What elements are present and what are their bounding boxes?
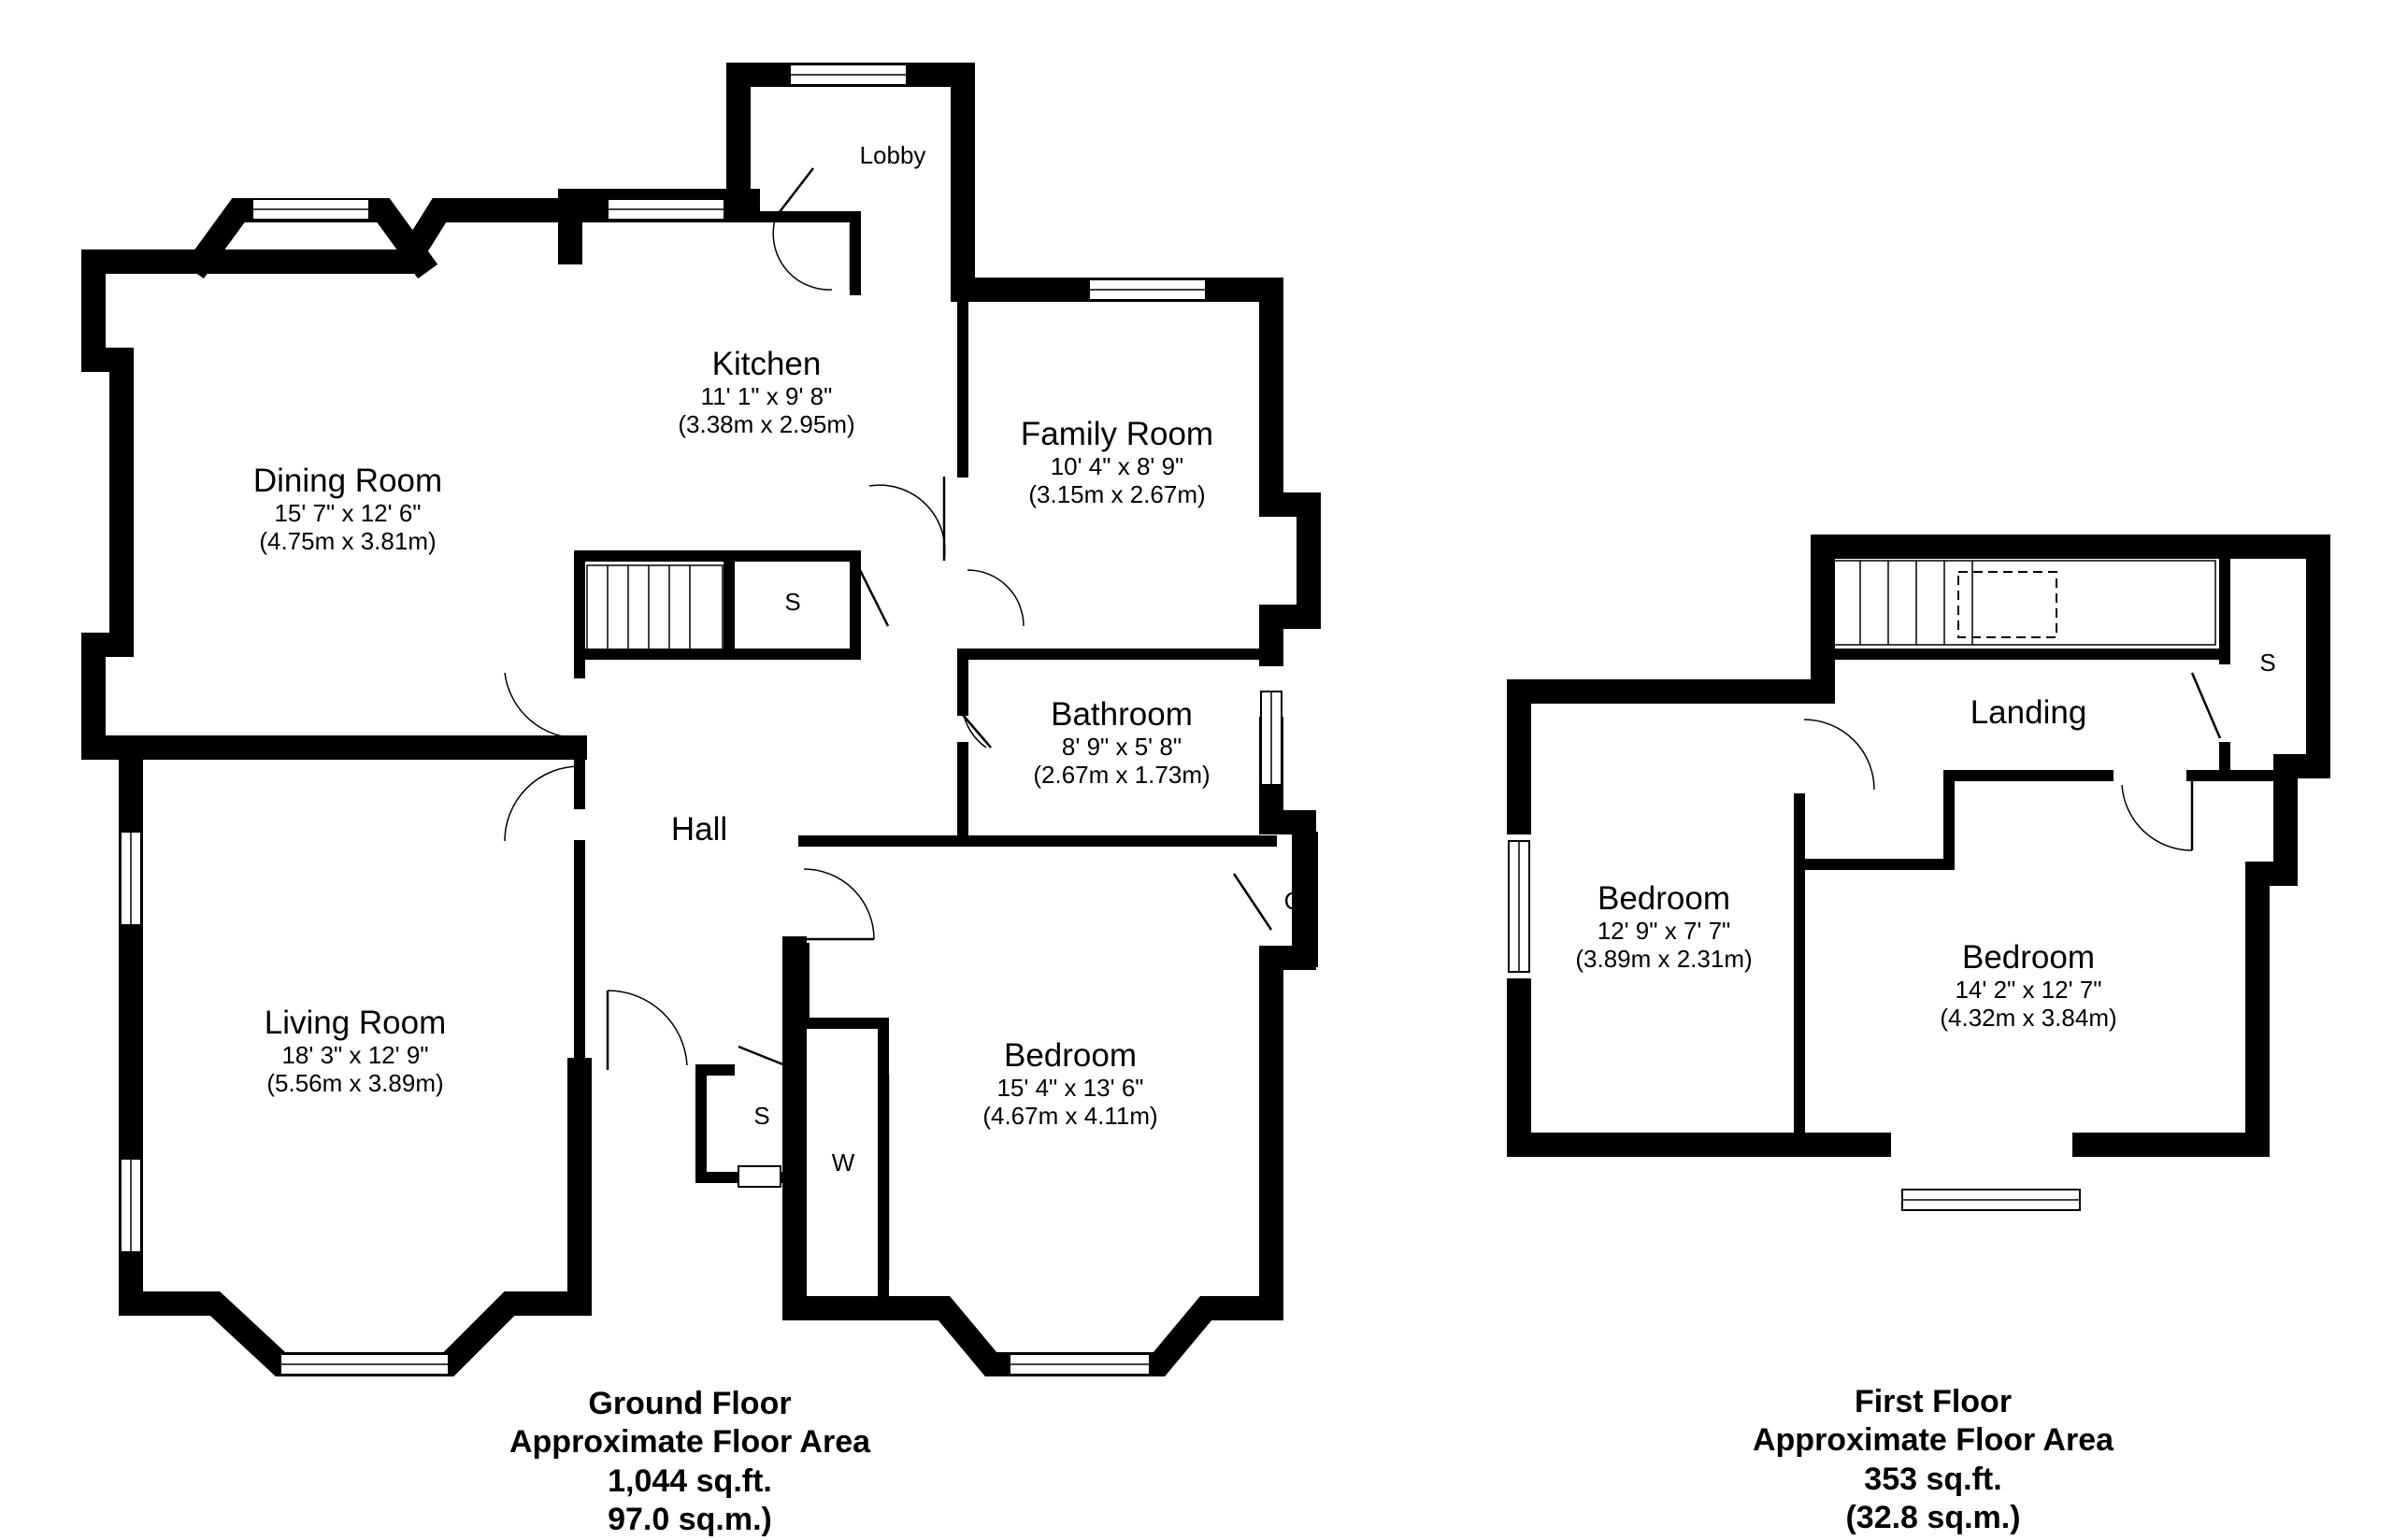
room-name: Dining Room [252,463,443,499]
floor-area-subtitle: Approximate Floor Area [509,1424,871,1461]
room-label-dining-room: Dining Room 15' 7" x 12' 6" (4.75m x 3.8… [253,463,442,556]
room-label-lobby: Lobby [859,141,926,169]
room-label-store: S [2259,649,2276,677]
room-label-kitchen: Kitchen 11' 1" x 9' 8" (3.38m x 2.95m) [678,346,854,439]
first-floor-interior-walls [1794,555,2277,1150]
room-label-bedroom-first-right: Bedroom 14' 2" x 12' 7" (4.32m x 3.84m) [1940,939,2116,1033]
room-dim-metric: (4.32m x 3.84m) [1940,1004,2117,1033]
room-label-bathroom: Bathroom 8' 9" x 5' 8" (2.67m x 1.73m) [1033,696,1210,790]
room-dim-metric: (4.75m x 3.81m) [259,527,437,556]
room-label-wardrobe: W [831,1148,855,1176]
room-dim-metric: (3.89m x 2.31m) [1575,945,1753,974]
room-dim-metric: (4.67m x 4.11m) [982,1102,1158,1131]
room-dim-imperial: 15' 7" x 12' 6" [274,499,422,528]
floor-title: First Floor [1854,1384,2013,1419]
room-name: Bedroom [1003,1037,1138,1074]
room-label-cupboard: C [1283,887,1302,915]
first-floor-summary: First Floor Approximate Floor Area 353 s… [1753,1383,2114,1538]
ground-floor-staircase [586,564,724,650]
floor-area-sqm: (32.8 sq.m.) [1845,1500,2021,1536]
floor-area-sqft: 1,044 sq.ft. [608,1462,772,1499]
room-name: Family Room [1020,416,1214,452]
room-label-bedroom-ground: Bedroom 15' 4" x 13' 6" (4.67m x 4.11m) [982,1037,1157,1131]
room-label-family-room: Family Room 10' 4" x 8' 9" (3.15m x 2.67… [1021,416,1213,509]
room-label-store: S [753,1102,770,1130]
ground-floor-summary: Ground Floor Approximate Floor Area 1,04… [509,1385,870,1540]
room-name: Bedroom [1597,880,1731,917]
floor-area-sqm: 97.0 sq.m.) [608,1502,772,1538]
room-dim-metric: (3.38m x 2.95m) [678,410,855,439]
first-floor-windows [1508,840,2081,1211]
first-floor-doors [1803,672,2222,851]
room-label-landing: Landing [1970,694,2087,731]
room-label-store: S [784,588,801,616]
room-label-living-room: Living Room 18' 3" x 12' 9" (5.56m x 3.8… [265,1005,447,1098]
room-dim-imperial: 12' 9" x 7' 7" [1597,917,1731,946]
room-label-bedroom-first-left: Bedroom 12' 9" x 7' 7" (3.89m x 2.31m) [1575,880,1752,974]
room-dim-imperial: 10' 4" x 8' 9" [1050,452,1184,481]
room-dim-metric: (3.15m x 2.67m) [1028,480,1206,509]
room-dim-imperial: 15' 4" x 13' 6" [996,1074,1144,1103]
ground-floor-doors [504,167,1273,1280]
room-name: Living Room [264,1005,447,1041]
first-floor-staircase [1831,560,2216,646]
first-floor-exterior-walls [1507,535,2330,1157]
room-label-hall: Hall [670,811,728,848]
room-dim-metric: (2.67m x 1.73m) [1033,761,1211,790]
room-name: Bathroom [1051,696,1193,733]
first-floor-plan [1507,535,2330,1211]
room-name: Kitchen [711,346,822,382]
ground-floor-windows [120,64,1282,1376]
room-dim-imperial: 11' 1" x 9' 8" [700,382,833,411]
room-dim-imperial: 8' 9" x 5' 8" [1061,733,1182,762]
floor-area-sqft: 353 sq.ft. [1864,1461,2002,1497]
room-name: Bedroom [1961,939,2096,976]
floor-title: Ground Floor [588,1386,792,1421]
floor-area-subtitle: Approximate Floor Area [1752,1422,2114,1459]
ground-floor-plan [81,63,1321,1376]
room-dim-imperial: 14' 2" x 12' 7" [1955,976,2102,1005]
room-dim-metric: (5.56m x 3.89m) [266,1069,444,1098]
room-dim-imperial: 18' 3" x 12' 9" [281,1041,429,1070]
